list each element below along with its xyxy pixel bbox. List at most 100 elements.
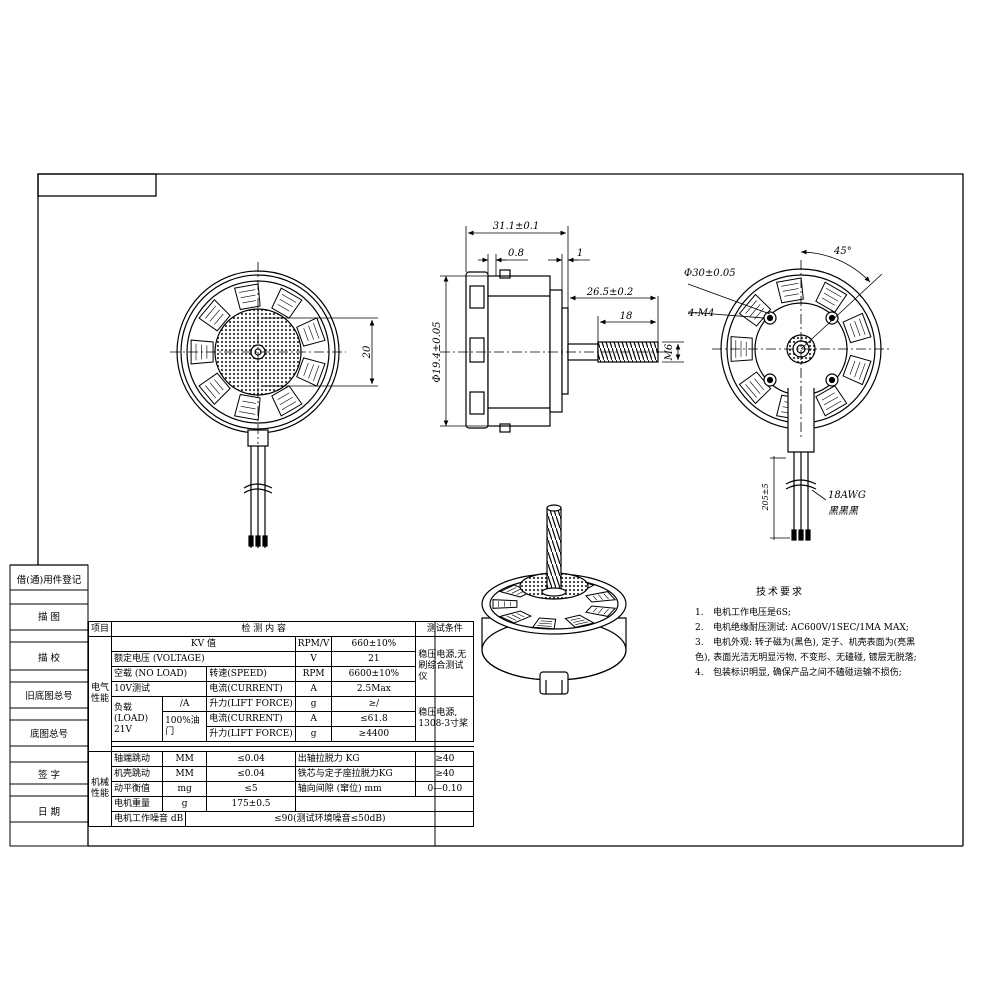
winding-line — [242, 400, 256, 404]
spec-rated-voltage-value: 21 — [331, 651, 417, 667]
side-view-dimensions — [440, 226, 684, 427]
winding-line — [598, 594, 604, 600]
side-registration-table — [9, 564, 89, 847]
spec-group-electrical: 电气性能 — [87, 636, 113, 752]
rear-view — [712, 260, 890, 541]
winding-line — [303, 362, 309, 376]
front-view-dimension — [170, 262, 378, 444]
spec-speed-label: 转速(SPEED) — [206, 666, 296, 682]
stator-slot — [198, 299, 231, 332]
tech-title: 技术要求 — [756, 587, 804, 598]
tech-item-number: 4. — [695, 668, 704, 678]
winding-line — [506, 615, 517, 621]
spec-group-mechanical: 机械性能 — [87, 751, 113, 827]
front-view-slots — [190, 283, 326, 421]
winding-line — [823, 396, 839, 406]
winding-line — [781, 283, 799, 287]
dim-shaft-offset: 26.5±0.2 — [586, 287, 634, 298]
winding-line — [784, 293, 799, 297]
spec-r2-value-b: ≥40 — [415, 766, 475, 782]
winding-line — [603, 593, 609, 600]
spec-current-value: 2.5Max — [331, 681, 417, 697]
winding-line — [239, 411, 256, 415]
winding-line — [279, 396, 293, 405]
winding-line — [825, 400, 842, 411]
side-label-register: 借(通)用件登记 — [16, 575, 82, 586]
dim-gap-small: 0.8 — [508, 248, 524, 259]
spec-r4-value: 175±0.5 — [206, 796, 296, 812]
spec-noise-value: ≤90(测试环境噪音≤50dB) — [185, 811, 475, 827]
tech-item: 1.电机工作电压是6S; — [695, 606, 925, 621]
tech-requirements: 技术要求 1.电机工作电压是6S; 2.电机绝缘耐压测试: AC600V/1SE… — [695, 583, 925, 681]
spec-r4-unit: g — [162, 796, 208, 812]
rear-view-slots — [730, 277, 872, 421]
winding-line — [821, 392, 835, 401]
winding-line — [516, 613, 525, 618]
winding-line — [859, 363, 866, 380]
winding-line — [749, 304, 761, 317]
dim-side-length: 31.1±0.1 — [493, 221, 540, 232]
winding-line — [313, 365, 320, 382]
winding-line — [540, 620, 553, 622]
spec-current-unit: A — [294, 681, 333, 697]
winding-line — [575, 621, 589, 625]
spec-r4-label: 电机重量 — [111, 796, 164, 812]
winding-line — [277, 304, 290, 312]
spec-r1-label-b: 出轴拉脱力 KG — [294, 751, 417, 767]
dim-angle: 45° — [833, 246, 852, 257]
winding-line — [240, 294, 256, 298]
spec-r1-label: 轴端跳动 — [111, 751, 164, 767]
winding-line — [303, 328, 309, 342]
winding-line — [205, 385, 217, 399]
winding-line — [239, 289, 256, 293]
side-label-old-no: 旧底图总号 — [25, 691, 73, 702]
stator-slot — [775, 277, 804, 304]
spec-r1-value-b: ≥40 — [415, 751, 475, 767]
winding-line — [598, 608, 604, 614]
winding-line — [209, 309, 220, 322]
tech-item-text: 电机绝缘耐压测试: AC600V/1SEC/1MA MAX; — [713, 623, 909, 633]
winding-line — [281, 293, 297, 303]
dim-thread: M6 — [664, 343, 675, 361]
spec-noload-test: 10V测试 — [111, 681, 208, 697]
spec-current2-value: ≤61.8 — [331, 711, 417, 727]
spec-current2-label: 电流(CURRENT) — [206, 711, 296, 727]
spec-r2-value: ≤0.04 — [206, 766, 296, 782]
dim-lead-length: 205±5 — [761, 483, 770, 511]
dim-wire-colors: 黑黑黑 — [828, 505, 859, 517]
winding-line — [279, 299, 293, 308]
spec-r3-value-b: 0—0.10 — [415, 781, 475, 797]
spec-r1-value: ≤0.04 — [206, 751, 296, 767]
dim-holes: 4-M4 — [687, 308, 714, 319]
spec-rated-voltage-label: 额定电压 (VOLTAGE) — [111, 651, 296, 667]
spec-lift1-label: 升力(LIFT FORCE) — [206, 696, 296, 712]
winding-line — [313, 322, 320, 339]
winding-line — [537, 625, 552, 627]
spec-lift2-label: 升力(LIFT FORCE) — [206, 726, 296, 742]
winding-line — [511, 614, 521, 620]
winding-line — [821, 297, 835, 306]
winding-line — [859, 318, 866, 335]
winding-line — [825, 287, 842, 298]
spec-r2-label: 机壳跳动 — [111, 766, 164, 782]
side-label-check: 描 校 — [37, 653, 61, 664]
stator-slot — [730, 336, 753, 362]
spec-r3-label: 动平衡值 — [111, 781, 164, 797]
winding-line — [281, 401, 297, 411]
spec-r3-value: ≤5 — [206, 781, 296, 797]
spec-load-a: /A — [162, 696, 208, 712]
winding-line — [592, 595, 598, 601]
tech-item-text: 电机外观: 转子磁为(黑色), 定子、机壳表面为(亮黑色), 表面光洁无明显污物… — [695, 638, 917, 663]
spec-current2-unit: A — [294, 711, 333, 727]
side-view — [440, 269, 670, 433]
tech-item: 2.电机绝缘耐压测试: AC600V/1SEC/1MA MAX; — [695, 621, 925, 636]
spec-kv-unit: RPM/V — [294, 636, 333, 652]
tech-item-text: 包装标识明显, 确保产品之间不磕碰运输不损伤; — [713, 668, 902, 678]
spec-lift1-value: ≥/ — [331, 696, 417, 712]
winding-line — [214, 313, 224, 325]
spec-header-item: 项目 — [87, 621, 113, 637]
dim-wire-gauge: 18AWG — [828, 490, 866, 501]
winding-line — [749, 381, 761, 394]
winding-line — [506, 587, 517, 593]
spec-lift2-value: ≥4400 — [331, 726, 417, 742]
